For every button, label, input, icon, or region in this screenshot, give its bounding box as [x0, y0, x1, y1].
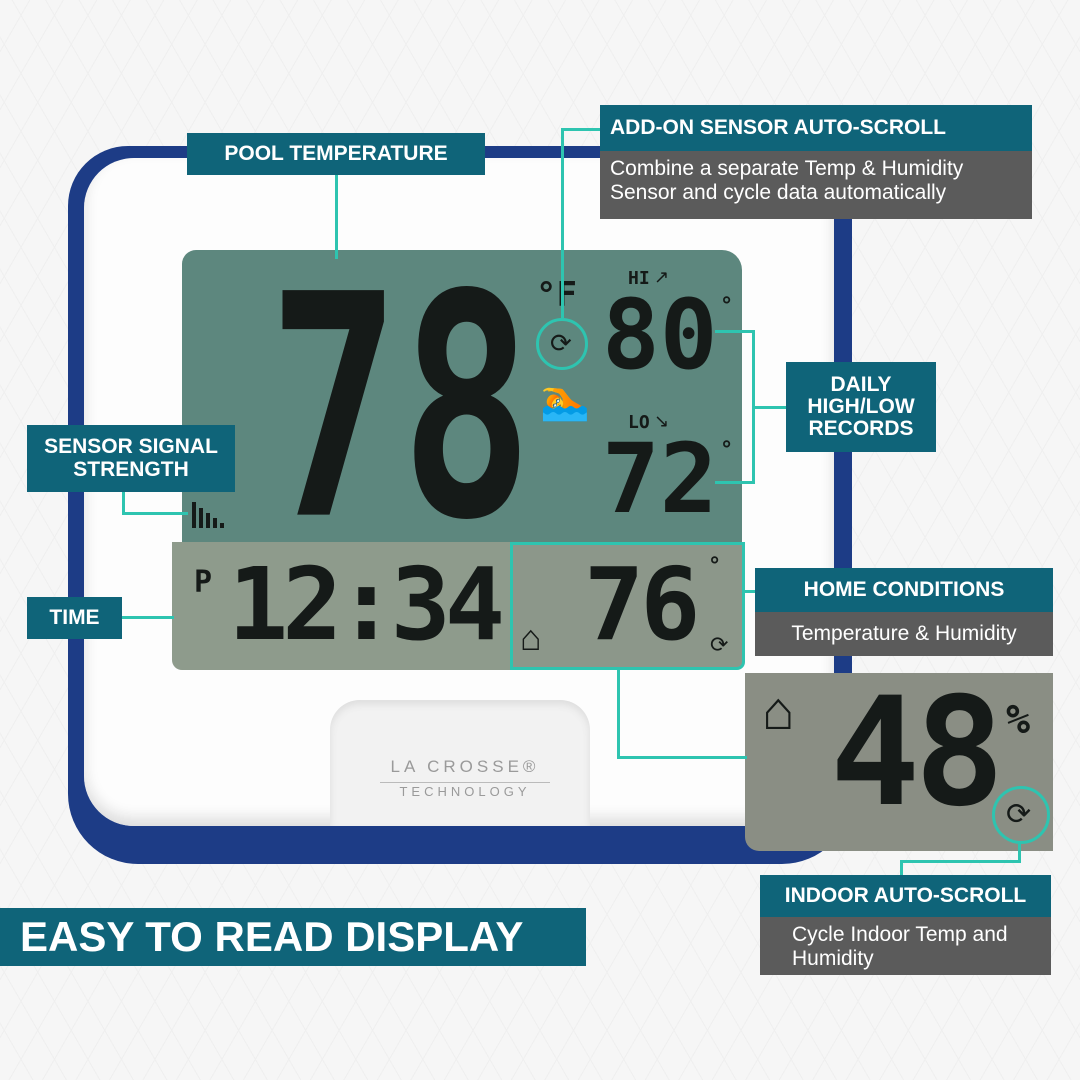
- signal-strength-label: SENSOR SIGNAL STRENGTH: [27, 425, 235, 492]
- humidity-connector-h: [617, 756, 747, 759]
- humidity-value: 48: [830, 666, 1005, 840]
- high-value: 80: [602, 279, 718, 391]
- pool-temp-unit: °F: [536, 275, 577, 315]
- home-humidity-icon: ⌂: [762, 681, 795, 741]
- main-lcd: [182, 250, 742, 542]
- hilo-connector-h: [752, 406, 788, 409]
- indoor-connector-v2: [900, 860, 903, 876]
- indoor-auto-scroll-label: INDOOR AUTO-SCROLL: [760, 875, 1051, 917]
- home-conditions-description: Temperature & Humidity: [755, 612, 1053, 656]
- brand-logo: LA CROSSE®: [390, 757, 540, 776]
- low-degree: °: [720, 438, 734, 463]
- hi-label: HI: [628, 268, 650, 289]
- humidity-unit: %: [1006, 697, 1031, 743]
- time-lcd: [172, 542, 510, 670]
- addon-sensor-description: Combine a separate Temp & Humidity Senso…: [600, 151, 1032, 219]
- device-notch: [330, 700, 590, 826]
- home-connector: [745, 590, 757, 593]
- swimmer-icon: 🏊: [540, 378, 590, 422]
- home-thermometer-icon: ⌂: [520, 617, 542, 658]
- indoor-temp-value: 76: [584, 546, 700, 663]
- addon-connector: [561, 128, 564, 318]
- addon-highlight-ring: [536, 318, 588, 370]
- pool-temperature-label: POOL TEMPERATURE: [187, 133, 485, 175]
- trend-down-icon: ↘: [654, 411, 670, 431]
- pool-temperature-value: 78: [268, 229, 533, 588]
- indoor-temp-lcd: [510, 542, 745, 670]
- trend-up-icon: ↗: [654, 267, 670, 287]
- time-label: TIME: [27, 597, 122, 639]
- time-period: P: [194, 565, 213, 600]
- time-value: 12:34: [228, 546, 505, 663]
- pool-connector: [335, 175, 338, 259]
- lo-label: LO: [628, 412, 650, 433]
- signal-connector-h: [122, 512, 188, 515]
- lo-connector: [715, 481, 755, 484]
- low-value: 72: [602, 423, 718, 535]
- indoor-highlight-ring: [992, 786, 1050, 844]
- indoor-auto-scroll-description: Cycle Indoor Temp and Humidity: [760, 917, 1051, 975]
- indoor-scroll-icon: ⟳: [710, 632, 729, 657]
- home-conditions-label: HOME CONDITIONS: [755, 568, 1053, 612]
- addon-sensor-label: ADD-ON SENSOR AUTO-SCROLL: [600, 105, 1032, 151]
- high-degree: °: [720, 294, 734, 319]
- brand-subtitle: TECHNOLOGY: [380, 782, 550, 799]
- indoor-degree: °: [708, 554, 722, 579]
- daily-high-low-label: DAILY HIGH/LOW RECORDS: [786, 362, 936, 452]
- humidity-connector-v: [617, 670, 620, 758]
- signal-connector: [122, 492, 125, 514]
- signal-strength-icon: [192, 500, 238, 528]
- hi-connector: [715, 330, 755, 333]
- indoor-connector-h: [900, 860, 1021, 863]
- time-connector: [122, 616, 174, 619]
- indoor-connector-v: [1018, 844, 1021, 862]
- headline: EASY TO READ DISPLAY: [0, 908, 586, 966]
- addon-connector-h: [561, 128, 601, 131]
